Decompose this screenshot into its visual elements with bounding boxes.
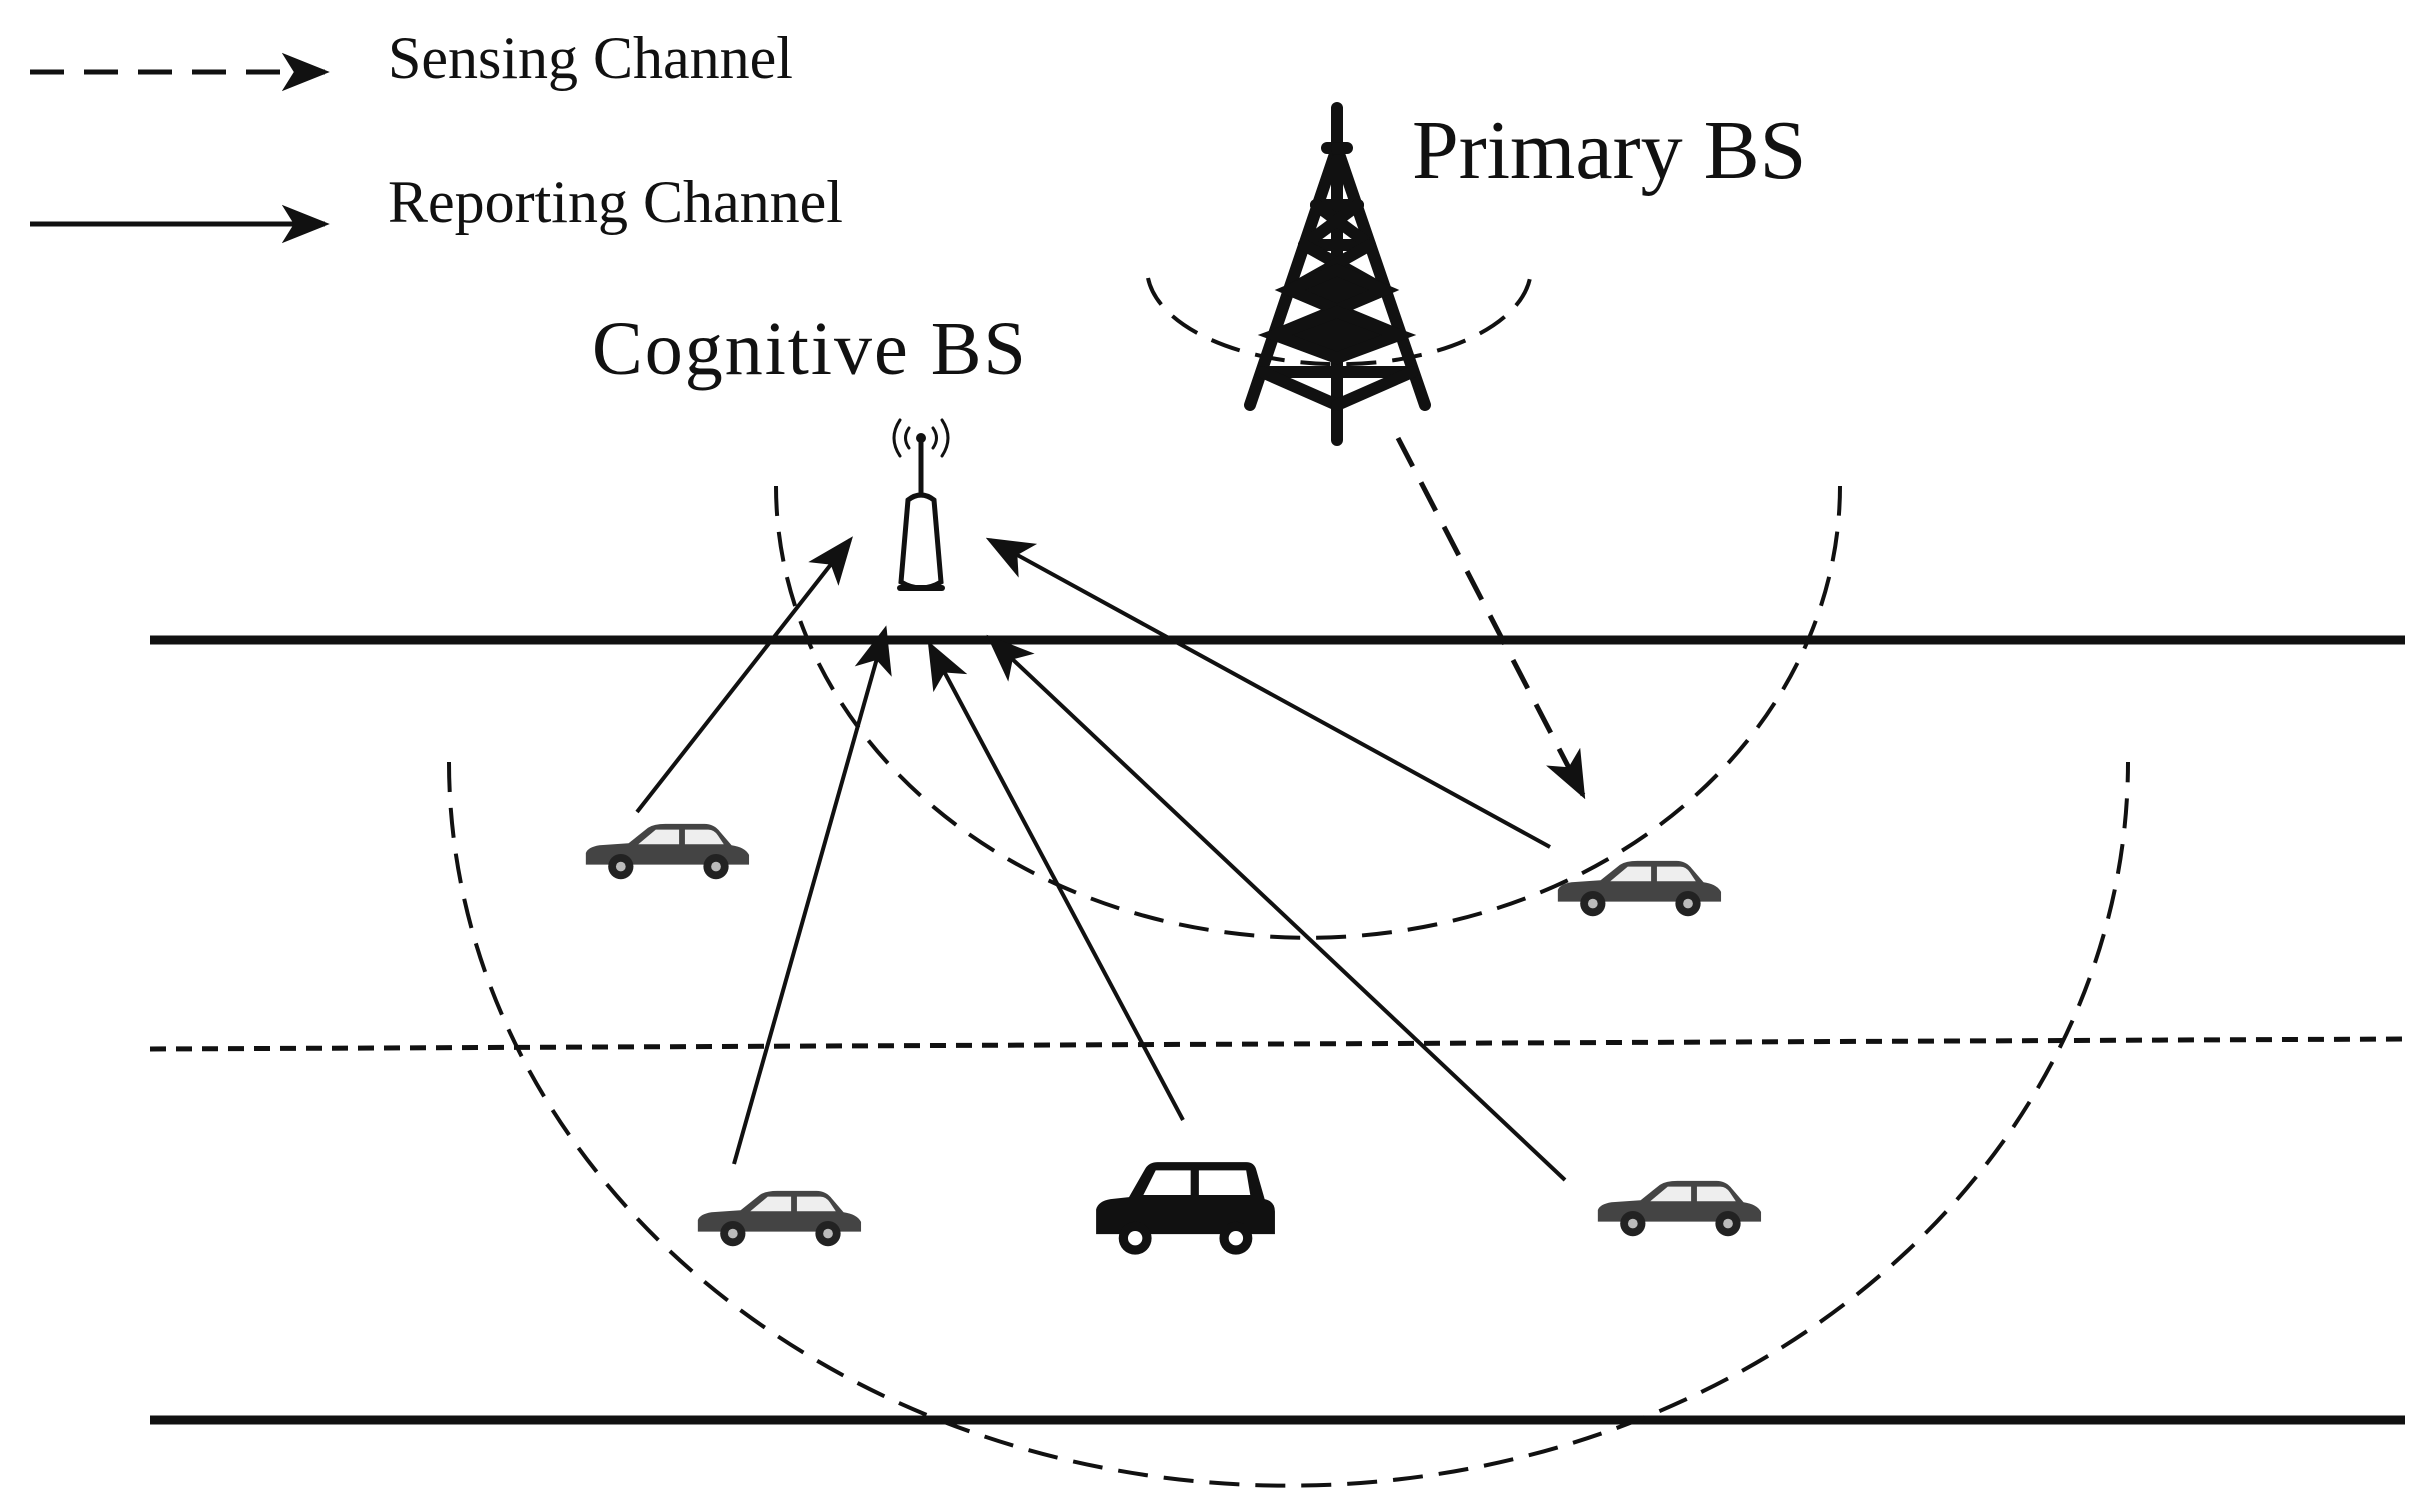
primary-bs-label: Primary BS bbox=[1412, 104, 1806, 197]
sensing-channel-arrow bbox=[1395, 436, 1586, 800]
car-icon bbox=[1096, 1162, 1275, 1255]
car-icon bbox=[1597, 1180, 1762, 1237]
cognitive-bs-outer-coverage-arc bbox=[447, 761, 2130, 1488]
vehicles bbox=[585, 823, 1762, 1255]
reporting-arrow-car-5 bbox=[986, 634, 1567, 1182]
reporting-arrow-car-3 bbox=[732, 625, 892, 1165]
reporting-arrow-car-1 bbox=[635, 536, 853, 814]
reporting-arrow-car-4 bbox=[927, 640, 1185, 1121]
legend: Sensing Channel Reporting Channel bbox=[30, 25, 843, 244]
cognitive-antenna-icon bbox=[892, 418, 950, 591]
road bbox=[149, 635, 2406, 1425]
cognitive-bs-label: Cognitive BS bbox=[592, 307, 1028, 391]
car-icon bbox=[585, 823, 750, 880]
reporting-legend-label: Reporting Channel bbox=[388, 169, 843, 235]
reporting-channels bbox=[635, 536, 1567, 1182]
coverage-areas bbox=[447, 277, 2130, 1488]
reporting-arrow-car-2 bbox=[985, 537, 1551, 849]
primary-bs-coverage-arc bbox=[1146, 277, 1532, 367]
sensing-legend-label: Sensing Channel bbox=[388, 25, 793, 91]
primary-tower-icon bbox=[1244, 102, 1431, 446]
car-icon bbox=[1557, 860, 1722, 917]
road-center-lane bbox=[149, 1036, 2406, 1052]
car-icon bbox=[697, 1190, 862, 1247]
